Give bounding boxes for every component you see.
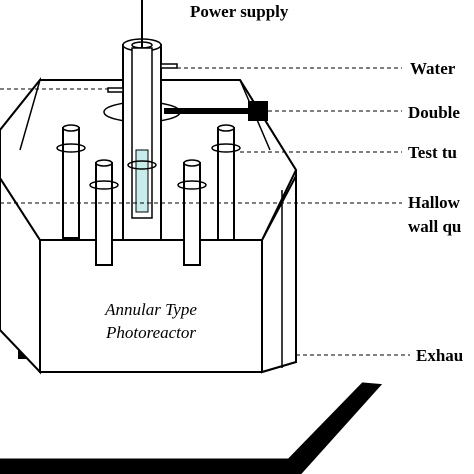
label-test-tube: Test tu [408, 143, 457, 162]
label-wall-quartz: wall qu [408, 217, 461, 236]
label-exhaust: Exhau [416, 346, 463, 365]
label-water: Water [410, 59, 456, 78]
label-photoreactor: Photoreactor [105, 323, 196, 342]
leader-lines [0, 67, 410, 356]
label-hallow: Hallow [408, 193, 461, 212]
double-wall-connector [164, 101, 268, 121]
central-lamp-well [103, 0, 181, 241]
label-annular-type: Annular Type [104, 300, 197, 319]
label-power-supply: Power supply [190, 2, 289, 21]
label-double: Double [408, 103, 460, 122]
test-tubes [56, 124, 241, 266]
base-stand [0, 345, 383, 474]
